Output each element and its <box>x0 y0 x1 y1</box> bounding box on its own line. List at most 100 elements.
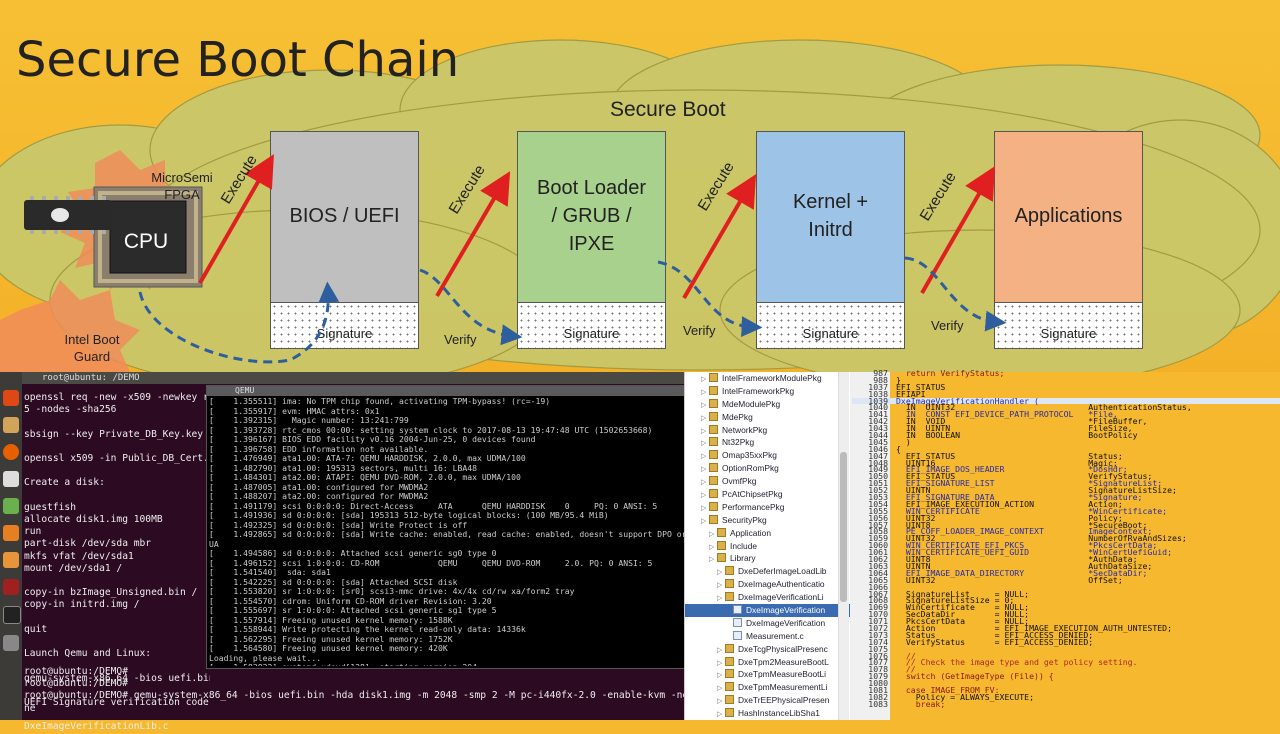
document-icon[interactable] <box>3 471 19 487</box>
code-text: EFI_SIGNATURE_DATA *Signature; <box>896 492 1143 503</box>
qemu-line: [ 1.476949] ata1.00: ATA-7: QEMU HARDDIS… <box>209 453 526 463</box>
terminal-line: quit <box>24 623 48 635</box>
tree-item[interactable]: ▷NetworkPkg <box>685 424 851 437</box>
tree-item[interactable]: ▷OptionRomPkg <box>685 462 851 475</box>
expand-toggle-icon[interactable]: ▷ <box>709 530 715 538</box>
code-text: Policy = ALWAYS_EXECUTE; <box>896 691 1035 702</box>
code-text: PE_COFF_LOADER_IMAGE_CONTEXT ImageContex… <box>896 526 1153 537</box>
expand-toggle-icon[interactable]: ▷ <box>717 711 723 719</box>
expand-toggle-icon[interactable]: ▷ <box>701 517 707 525</box>
code-text: UINTN AuthDataSize; <box>896 560 1153 571</box>
software-center-icon[interactable] <box>3 552 19 568</box>
terminal-line: ne <box>24 702 36 714</box>
line-number: 1081 <box>868 684 888 695</box>
line-number: 1060 <box>868 540 888 551</box>
tree-item-label: MdePkg <box>722 411 753 422</box>
tree-item[interactable]: DxeImageVerification <box>685 617 851 630</box>
tree-scroll-thumb[interactable] <box>840 452 847 602</box>
code-text: case IMAGE_FROM_FV: <box>896 684 1000 695</box>
tree-item[interactable]: ▷Library <box>685 552 851 565</box>
expand-toggle-icon[interactable]: ▷ <box>701 376 707 383</box>
terminal-line: root@ubuntu:/DEMO# <box>24 666 128 677</box>
tree-item[interactable]: ▷Nt32Pkg <box>685 436 851 449</box>
expand-toggle-icon[interactable]: ▷ <box>701 388 707 396</box>
qemu-window[interactable]: QEMU [ 1.355511] ima: No TPM chip found,… <box>206 385 686 669</box>
tree-item[interactable]: ▷OvmfPkg <box>685 475 851 488</box>
tree-item[interactable]: DxeImageVerification <box>685 604 851 617</box>
launcher-app-icon[interactable] <box>3 390 19 406</box>
expand-toggle-icon[interactable]: ▷ <box>709 556 715 564</box>
expand-toggle-icon[interactable]: ▷ <box>701 504 707 512</box>
tree-item[interactable]: ▷IntelFrameworkPkg <box>685 385 851 398</box>
tree-item[interactable]: ▷DxeDeferImageLoadLib <box>685 565 851 578</box>
expand-toggle-icon[interactable]: ▷ <box>717 698 723 706</box>
expand-toggle-icon[interactable]: ▷ <box>717 569 723 577</box>
files-icon[interactable] <box>3 417 19 433</box>
expand-toggle-icon[interactable]: ▷ <box>717 672 723 680</box>
expand-toggle-icon[interactable]: ▷ <box>701 466 707 474</box>
code-text: PkcsCertData = NULL; <box>896 616 1030 627</box>
expand-toggle-icon[interactable]: ▷ <box>701 427 707 435</box>
tree-item[interactable]: ▷DxeTpm2MeasureBootL <box>685 656 851 669</box>
expand-toggle-icon[interactable]: ▷ <box>717 595 723 603</box>
tree-item[interactable]: ▷HashInstanceLibSha1 <box>685 707 851 720</box>
tree-item[interactable]: ▷Include <box>685 540 851 553</box>
expand-toggle-icon[interactable]: ▷ <box>717 685 723 693</box>
page-title: Secure Boot Chain <box>16 32 460 88</box>
code-text: EFI_IMAGE_EXECUTION_ACTION Action; <box>896 498 1123 509</box>
code-line: 1067 SignatureList = NULL; <box>852 589 1280 597</box>
execute-arrow-3 <box>682 174 757 300</box>
expand-toggle-icon[interactable]: ▷ <box>717 582 723 590</box>
line-number: 1051 <box>868 478 888 489</box>
tree-item[interactable]: ▷DxeTrEEPhysicalPresen <box>685 694 851 707</box>
folder-icon <box>709 385 718 395</box>
tree-item[interactable]: ▷DxeTpmMeasureBootLi <box>685 668 851 681</box>
project-tree[interactable]: ▷IntelFrameworkModulePkg▷IntelFrameworkP… <box>684 372 851 720</box>
line-number: 1082 <box>868 691 888 702</box>
help-icon[interactable] <box>3 579 19 595</box>
verify-label-1: Verify <box>444 332 477 347</box>
expand-toggle-icon[interactable]: ▷ <box>701 414 707 422</box>
line-number: 1052 <box>868 485 888 496</box>
tree-item[interactable]: ▷DxeTcgPhysicalPresenc <box>685 643 851 656</box>
expand-toggle-icon[interactable]: ▷ <box>717 646 723 654</box>
terminal-icon[interactable] <box>3 606 21 624</box>
expand-toggle-icon[interactable]: ▷ <box>717 659 723 667</box>
code-line: 1073 Status = EFI_ACCESS_DENIED; <box>852 631 1280 639</box>
folder-icon <box>725 656 734 666</box>
spreadsheet-icon[interactable] <box>3 498 19 514</box>
expand-toggle-icon[interactable]: ▷ <box>701 453 707 461</box>
tree-item[interactable]: ▷ MdePkg <box>685 411 851 424</box>
code-line: 1048 UINT16 Magic; <box>852 458 1280 466</box>
tree-item[interactable]: ▷Omap35xxPkg <box>685 449 851 462</box>
tree-item[interactable]: ▷PcAtChipsetPkg <box>685 488 851 501</box>
expand-toggle-icon[interactable]: ▷ <box>701 440 707 448</box>
code-text: } <box>896 374 901 385</box>
line-number: 1037 <box>868 381 888 392</box>
folder-icon <box>709 411 718 421</box>
tree-item[interactable]: ▷PerformancePkg <box>685 501 851 514</box>
presentation-icon[interactable] <box>3 525 19 541</box>
stage-kernel-label: Kernel + Initrd <box>792 191 869 241</box>
qemu-title: QEMU <box>207 386 685 396</box>
tree-item[interactable]: ▷DxeTpmMeasurementLi <box>685 681 851 694</box>
tree-item[interactable]: Measurement.c <box>685 630 851 643</box>
expand-toggle-icon[interactable]: ▷ <box>701 401 707 409</box>
expand-toggle-icon[interactable]: ▷ <box>709 543 715 551</box>
tree-item[interactable]: ▷SecurityPkg <box>685 514 851 527</box>
tree-item[interactable]: ▷MdeModulePkg <box>685 398 851 411</box>
verify-arrow-4 <box>904 256 1007 332</box>
tree-item[interactable]: ▷DxeImageVerificationLi <box>685 591 851 604</box>
browser-icon[interactable] <box>3 444 19 460</box>
expand-toggle-icon[interactable]: ▷ <box>701 479 707 487</box>
tree-item[interactable]: ▷IntelFrameworkModulePkg <box>685 372 851 385</box>
tree-item[interactable]: ▷DxeImageAuthenticatio <box>685 578 851 591</box>
expand-toggle-icon[interactable]: ▷ <box>701 492 707 500</box>
code-gutter <box>850 372 890 720</box>
tree-item-label: DxeImageVerification <box>746 617 826 628</box>
settings-icon[interactable] <box>3 635 19 651</box>
tree-scrollbar[interactable] <box>838 372 849 720</box>
folder-icon <box>709 437 718 447</box>
tree-item[interactable]: ▷Application <box>685 527 851 540</box>
